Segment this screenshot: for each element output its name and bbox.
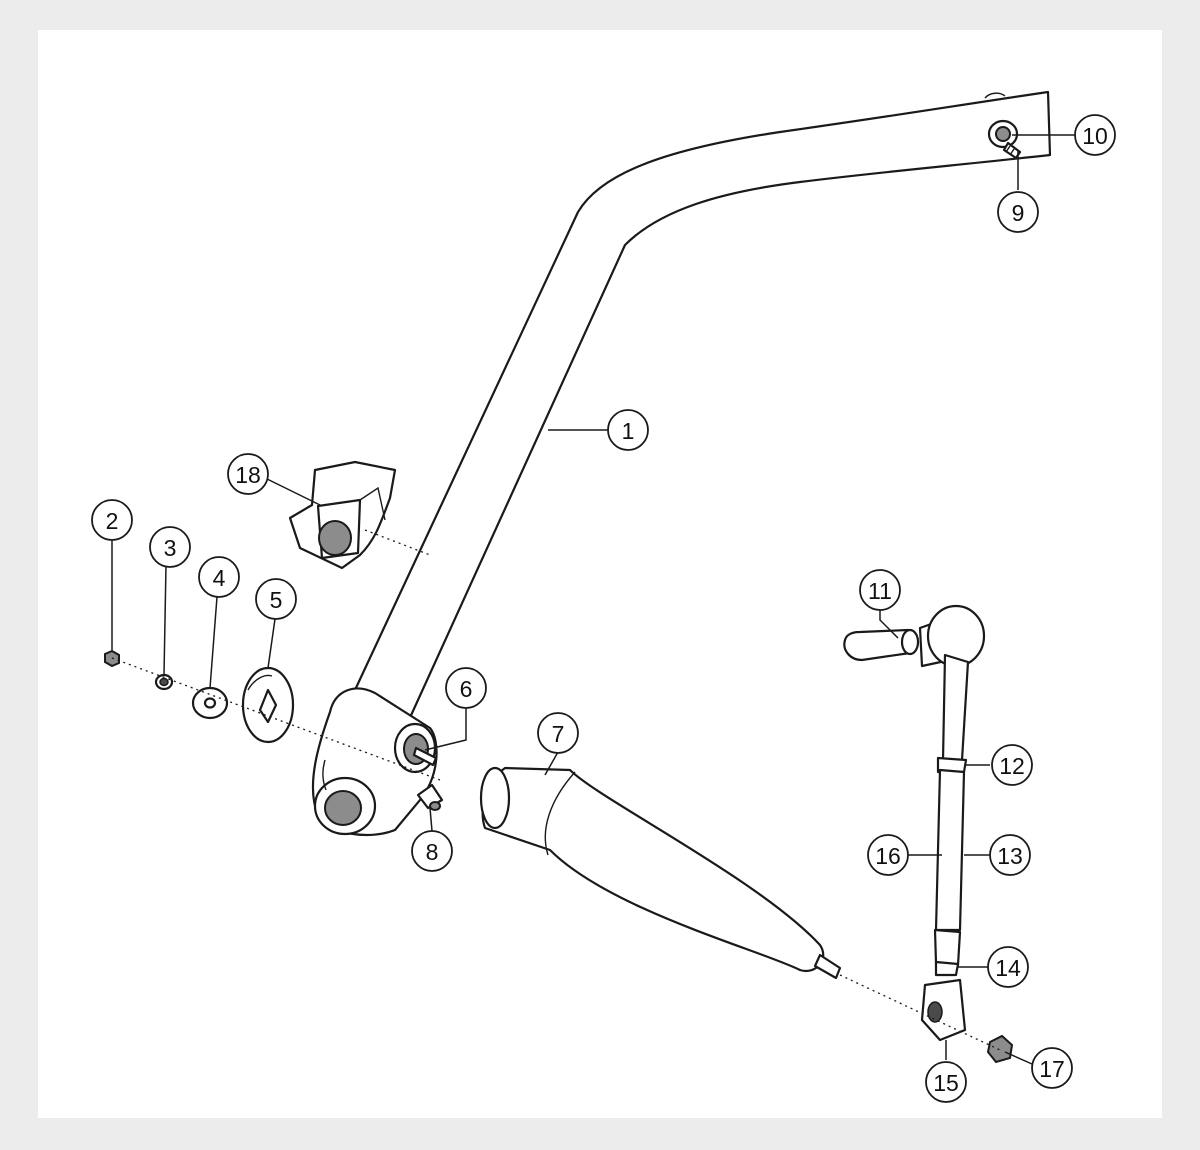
- callout-10: 10: [1074, 114, 1116, 156]
- callout-label: 17: [1039, 1056, 1065, 1082]
- callout-label: 6: [460, 676, 473, 702]
- leader-lines: [111, 134, 1075, 1065]
- callout-circle: [198, 556, 240, 598]
- drop-link-arm: [479, 766, 842, 980]
- callout-13: 13: [989, 834, 1031, 876]
- bolt-stud: [412, 746, 438, 767]
- callout-label: 4: [213, 565, 226, 591]
- callout-label: 3: [164, 535, 177, 561]
- callout-label: 1: [622, 418, 635, 444]
- callout-9: 9: [997, 191, 1039, 233]
- callout-11: 11: [859, 569, 901, 611]
- grease-fitting: [416, 783, 444, 811]
- callout-18: 18: [227, 453, 269, 495]
- callout-circle: [1031, 1047, 1073, 1089]
- callout-16: 16: [867, 834, 909, 876]
- link-rod-assembly: [843, 604, 1014, 1064]
- callout-circle: [537, 712, 579, 754]
- callout-label: 11: [868, 578, 892, 604]
- callout-circle: [991, 744, 1033, 786]
- callout-circle: [227, 453, 269, 495]
- callout-7: 7: [537, 712, 579, 754]
- callout-15: 15: [925, 1061, 967, 1103]
- assembly-lines: [111, 529, 1001, 1051]
- callout-label: 7: [552, 721, 565, 747]
- callout-6: 6: [445, 667, 487, 709]
- callout-circle: [607, 409, 649, 451]
- callout-8: 8: [411, 830, 453, 872]
- callout-label: 13: [997, 843, 1023, 869]
- washer-stack: [104, 649, 295, 744]
- callout-17: 17: [1031, 1047, 1073, 1089]
- callout-circle: [859, 569, 901, 611]
- callout-label: 9: [1012, 200, 1025, 226]
- callout-label: 5: [270, 587, 283, 613]
- callout-circle: [925, 1061, 967, 1103]
- callout-circle: [255, 578, 297, 620]
- callout-label: 16: [875, 843, 901, 869]
- callout-5: 5: [255, 578, 297, 620]
- callout-circle: [989, 834, 1031, 876]
- callout-label: 2: [106, 508, 119, 534]
- callout-circle: [987, 946, 1029, 988]
- callout-circle: [997, 191, 1039, 233]
- callout-circle: [867, 834, 909, 876]
- callout-label: 8: [426, 839, 439, 865]
- callout-label: 15: [933, 1070, 959, 1096]
- bar-end-bracket: [311, 687, 438, 837]
- callout-4: 4: [198, 556, 240, 598]
- bushing-bracket: [288, 460, 397, 570]
- callout-circle: [91, 499, 133, 541]
- callout-14: 14: [987, 946, 1029, 988]
- callout-label: 12: [999, 753, 1025, 779]
- callout-circle: [149, 526, 191, 568]
- callout-circle: [445, 667, 487, 709]
- callout-1: 1: [607, 409, 649, 451]
- stabilizer-bar: [353, 90, 1052, 724]
- callout-circle: [1074, 114, 1116, 156]
- callout-circle: [411, 830, 453, 872]
- callout-label: 18: [235, 462, 261, 488]
- callout-label: 14: [995, 955, 1021, 981]
- callout-3: 3: [149, 526, 191, 568]
- callout-2: 2: [91, 499, 133, 541]
- callout-label: 10: [1082, 123, 1108, 149]
- callout-12: 12: [991, 744, 1033, 786]
